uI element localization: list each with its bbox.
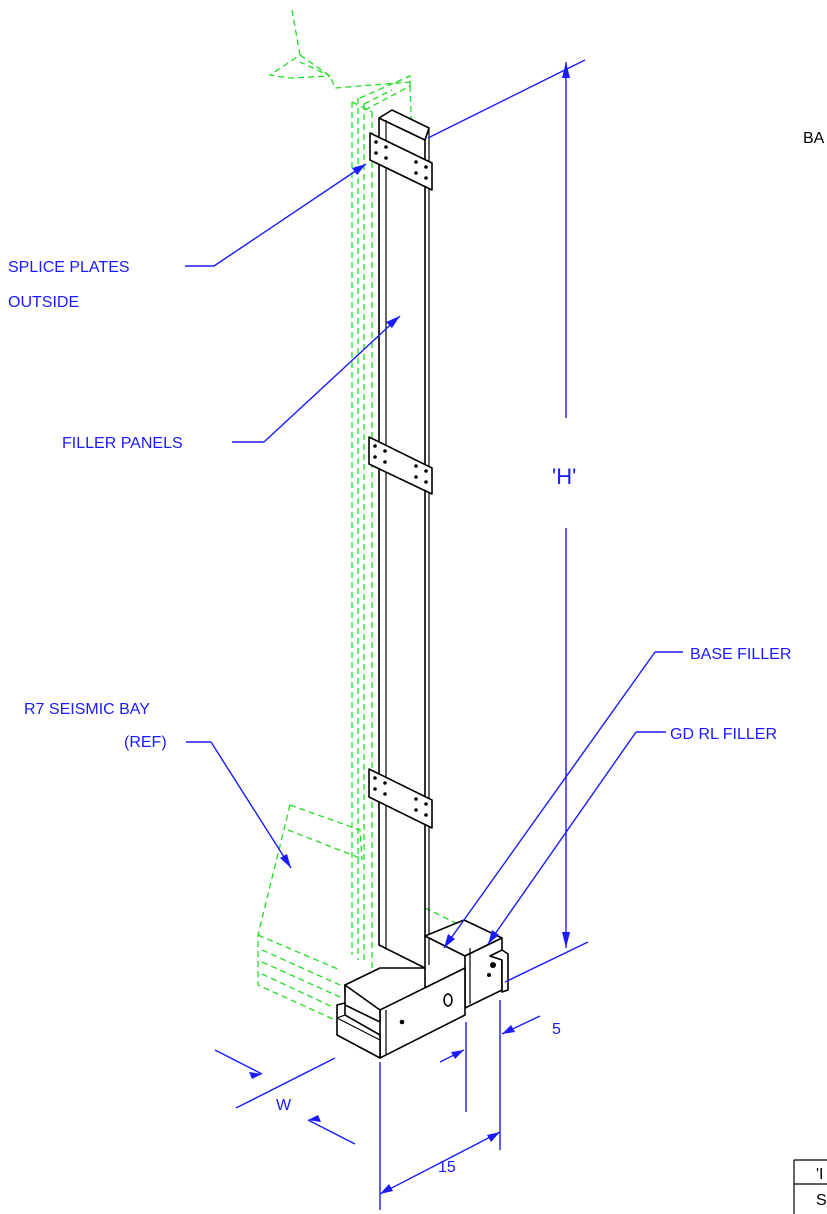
filler-panel-column (378, 109, 430, 969)
base-filler-label: BASE FILLER (690, 646, 791, 663)
depth-15-label: 15 (438, 1159, 456, 1176)
filler-panels-label: FILLER PANELS (62, 435, 183, 452)
height-dimension-label: 'H' (552, 464, 576, 489)
splice-plates-label-line1: SPLICE PLATES (8, 259, 130, 276)
height-dimension (427, 59, 589, 983)
seismic-bay-reference-outline (257, 9, 461, 1021)
depth-5-label: 5 (552, 1021, 561, 1038)
table-fragment-text-2: S (816, 1192, 827, 1209)
depth-5-dimension (439, 1000, 541, 1150)
width-label: W (276, 1097, 292, 1114)
top-right-text-fragment: BA (803, 130, 825, 147)
base-filler-leader (443, 651, 683, 949)
splice-plates-label-line2: OUTSIDE (8, 294, 79, 311)
width-dimension (214, 1049, 356, 1145)
gd-rl-filler-label: GD RL FILLER (670, 726, 777, 743)
gd-rl-filler-leader (487, 731, 666, 945)
splice-plate-top (369, 132, 433, 191)
seismic-bay-leader (186, 741, 292, 869)
depth-15-dimension (379, 1062, 501, 1210)
splice-plate-bottom (368, 768, 433, 829)
splice-plates-leader (185, 163, 367, 267)
filler-panels-leader (232, 315, 401, 443)
table-fragment (793, 1159, 827, 1214)
seismic-bay-label-line1: R7 SEISMIC BAY (24, 701, 150, 718)
splice-plate-middle (368, 436, 433, 495)
table-fragment-text-1: 'I (816, 1166, 824, 1183)
base-filler-assembly (336, 919, 509, 1059)
seismic-bay-label-line2: (REF) (124, 734, 167, 751)
